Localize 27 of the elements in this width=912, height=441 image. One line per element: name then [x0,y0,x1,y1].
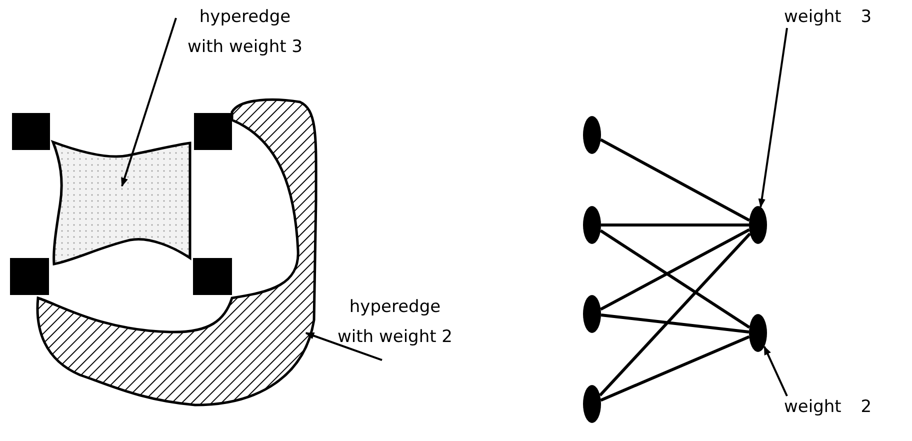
leader-arrow [121,18,177,187]
edge-line [600,314,750,334]
edge-line [600,335,750,402]
shaded-region [52,140,192,266]
annotation-text: hyperedge with weight 3 [180,2,310,62]
weight-label: weight 2 [784,392,912,422]
leader-arrow [758,28,788,208]
edge-line [601,224,749,226]
edge-line [598,232,752,396]
vertex-dot [749,206,767,244]
vertex-square [12,113,50,150]
hatched-region [36,98,318,407]
vertex-dot [583,206,601,244]
vertex-square [193,258,232,295]
vertex-dot [583,295,601,333]
vertex-dot [583,385,601,423]
annotation-text: hyperedge with weight 2 [330,292,460,352]
edge-line [600,229,750,329]
vertex-dot [749,314,767,352]
edge-line [600,138,750,222]
edge-line [600,228,750,311]
vertex-dot [583,116,601,154]
leader-arrow [763,346,788,396]
vertex-square [194,113,232,150]
vertex-square [10,258,49,295]
weight-label: weight 3 [784,2,912,32]
leader-arrow [305,332,382,361]
